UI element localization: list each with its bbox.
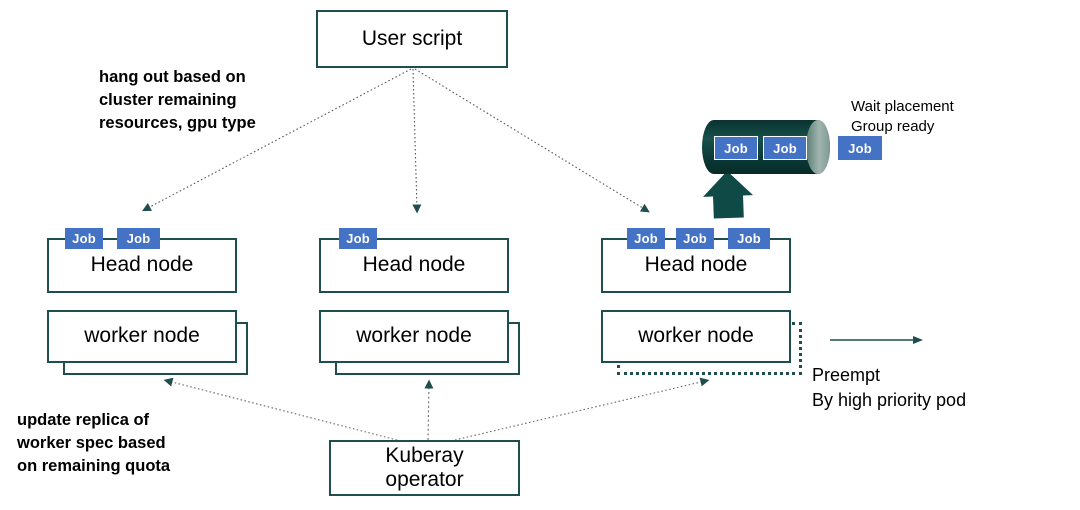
cluster-1-job-1[interactable]: Job <box>65 228 103 249</box>
cluster-1-worker-node-label: worker node <box>84 324 200 348</box>
kuberay-operator-label: Kuberay operator <box>385 443 464 491</box>
edge-userscript-to-cluster3 <box>414 68 650 213</box>
cluster-3-job-1[interactable]: Job <box>627 228 665 249</box>
queue-job-2[interactable]: Job <box>763 136 807 160</box>
cluster-3-job-3-label: Job <box>737 231 761 246</box>
cluster-2-job-1[interactable]: Job <box>339 228 377 249</box>
cluster-1-worker-node[interactable]: worker node <box>47 310 237 363</box>
cluster-1-job-2-label: Job <box>126 231 151 246</box>
placement-group-queue: Job Job Job <box>700 118 890 176</box>
cluster-2-job-1-label: Job <box>346 231 370 246</box>
cluster-3-worker-node[interactable]: worker node <box>601 310 791 363</box>
kuberay-operator-box[interactable]: Kuberay operator <box>329 440 520 496</box>
cluster-3-job-2-label: Job <box>683 231 707 246</box>
queue-job-1[interactable]: Job <box>714 136 758 160</box>
edge-operator-to-cluster2 <box>424 379 434 441</box>
cluster-3-worker-node-label: worker node <box>638 324 754 348</box>
user-script-label: User script <box>361 26 463 50</box>
cluster-1-head-node-label: Head node <box>90 253 194 277</box>
note-update-replica: update replica of worker spec based on r… <box>17 411 171 475</box>
edge-userscript-to-cluster2 <box>412 68 422 214</box>
cluster-2-head-node-label: Head node <box>362 253 466 277</box>
note-wait-placement-group: Wait placement Group ready <box>851 98 954 136</box>
queue-job-1-label: Job <box>724 140 748 156</box>
cluster-3-job-2[interactable]: Job <box>676 228 714 249</box>
cluster-2-worker-node[interactable]: worker node <box>319 310 509 363</box>
note-scheduling: hang out based on cluster remaining reso… <box>99 68 256 132</box>
queue-job-outside[interactable]: Job <box>838 136 882 160</box>
cluster-3-job-1-label: Job <box>634 231 658 246</box>
cluster-1-job-1-label: Job <box>72 231 96 246</box>
queue-job-outside-label: Job <box>848 140 872 156</box>
cluster-3-job-3[interactable]: Job <box>728 228 770 249</box>
edge-operator-to-cluster3 <box>454 377 710 441</box>
note-preempt: Preempt By high priority pod <box>812 365 967 410</box>
cluster-3-head-node-label: Head node <box>644 253 748 277</box>
user-script-box[interactable]: User script <box>316 10 508 68</box>
cluster-2-worker-node-label: worker node <box>356 324 472 348</box>
queue-job-2-label: Job <box>773 140 797 156</box>
enqueue-block-arrow <box>703 171 754 219</box>
cluster-1-job-2[interactable]: Job <box>117 228 160 249</box>
